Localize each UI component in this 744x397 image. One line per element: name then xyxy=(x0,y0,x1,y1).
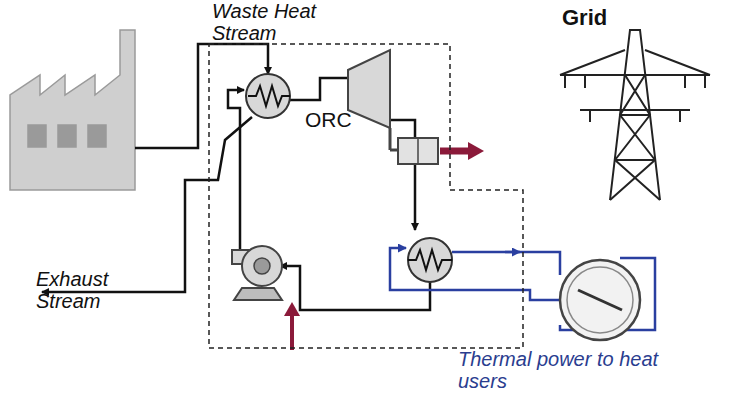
orc-boundary: ORC xyxy=(205,40,527,352)
power-arrow xyxy=(468,142,484,160)
fluid-line xyxy=(280,266,430,310)
pump-power xyxy=(284,302,300,316)
grid-tower xyxy=(560,30,710,200)
condenser xyxy=(408,238,452,282)
text-label: Thermal power to heat users xyxy=(458,348,688,392)
power-arrow xyxy=(440,148,470,155)
exhaust-line xyxy=(42,117,252,292)
heat-line xyxy=(505,251,520,254)
pump-power xyxy=(290,314,294,350)
dashed-outline xyxy=(205,40,527,352)
heat-user xyxy=(560,260,640,340)
heat-line xyxy=(390,248,580,300)
heat-line xyxy=(452,252,560,275)
pump xyxy=(232,246,282,300)
fluid-line xyxy=(390,120,415,230)
fluid-line xyxy=(228,90,244,250)
fluid-line xyxy=(290,78,348,100)
text-label: Grid xyxy=(562,6,642,30)
text-label: Exhaust Stream xyxy=(36,268,151,312)
turbine xyxy=(348,50,438,164)
factory-icon xyxy=(10,30,135,190)
text-label: Waste Heat Stream xyxy=(212,0,327,44)
evaporator xyxy=(246,74,290,118)
node-label: ORC xyxy=(305,108,352,131)
